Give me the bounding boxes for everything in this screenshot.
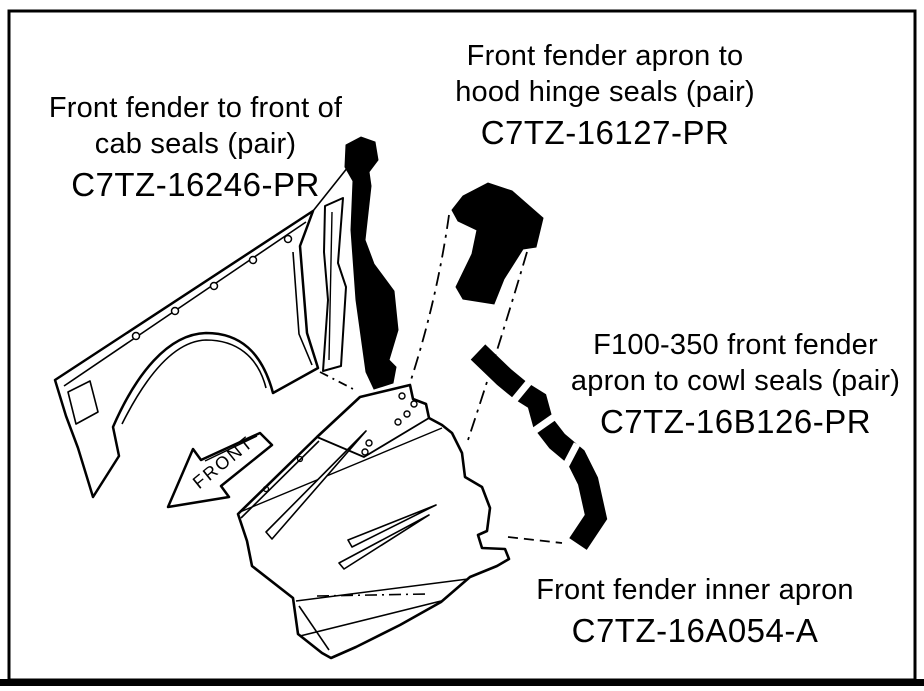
label-cab-seals: Front fender to front of cab seals (pair… (28, 90, 363, 205)
page-border (0, 9, 924, 686)
label-hood-hinge-seals: Front fender apron to hood hinge seals (… (440, 38, 770, 153)
hood-hinge-part-number: C7TZ-16127-PR (480, 114, 730, 151)
cab-seal-drawing (319, 136, 399, 392)
hood-hinge-description-line1: Front fender apron to (466, 40, 744, 72)
label-inner-apron: Front fender inner apron C7TZ-16A054-A (520, 572, 870, 651)
inner-apron-description: Front fender inner apron (536, 574, 854, 606)
cowl-seals-description-line2: apron to cowl seals (pair) (570, 365, 901, 397)
cowl-seals-description-line1: F100-350 front fender (593, 329, 878, 361)
cab-seals-description-line2: cab seals (pair) (94, 128, 297, 160)
front-fender-drawing (53, 161, 353, 499)
hood-hinge-description-line2: hood hinge seals (pair) (455, 76, 755, 108)
cab-seals-description-line1: Front fender to front of (48, 92, 343, 124)
label-cowl-seals: F100-350 front fender apron to cowl seal… (563, 327, 908, 442)
cab-seals-part-number: C7TZ-16246-PR (71, 166, 320, 203)
inner-apron-part-number: C7TZ-16A054-A (571, 612, 819, 649)
cowl-seals-part-number: C7TZ-16B126-PR (599, 403, 872, 440)
cowl-seal-drawing (470, 344, 608, 550)
hood-hinge-seal-drawing (409, 182, 544, 444)
inner-apron-drawing (236, 383, 511, 660)
